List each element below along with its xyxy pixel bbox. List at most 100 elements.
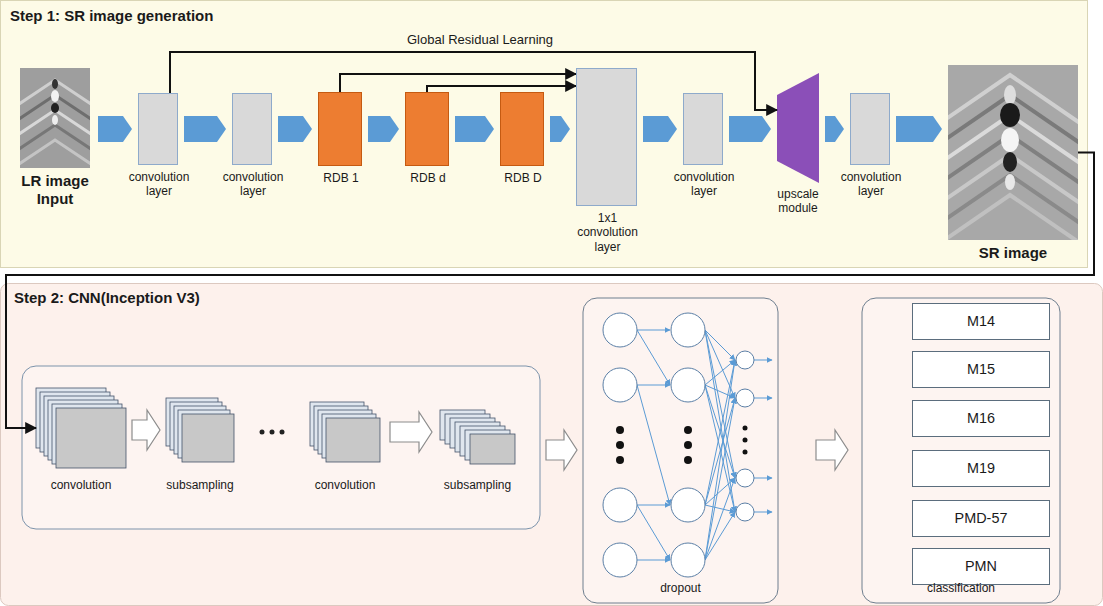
network-link <box>637 560 670 561</box>
sr-image <box>948 195 1078 240</box>
block-arrow <box>729 116 771 142</box>
feature-map <box>470 434 515 464</box>
panel-title: Step 1: SR image generation <box>10 7 213 24</box>
network-link <box>637 330 670 385</box>
network-link <box>637 385 670 386</box>
connector-line <box>6 153 1094 429</box>
node-label: convolution layer <box>664 170 744 199</box>
dropout-box: dropout <box>583 298 778 603</box>
classification-box: classificationM14M15M16M19PMD-57PMN <box>862 298 1060 603</box>
network-link <box>637 330 670 331</box>
conv-layer: convolution layer <box>138 93 178 165</box>
block-arrow <box>455 116 494 142</box>
neuron <box>671 313 705 347</box>
feature-map <box>182 414 234 462</box>
node-label: subsampling <box>150 478 250 492</box>
network-link <box>637 505 670 506</box>
sr-image <box>1001 128 1019 152</box>
continuation-dots <box>280 430 285 435</box>
neuron <box>736 351 754 369</box>
neuron <box>671 488 705 522</box>
sr-image <box>1004 85 1016 105</box>
node-label: convolution layer <box>213 170 293 199</box>
lr-image <box>20 110 90 140</box>
classification-box <box>862 298 1060 603</box>
network-link <box>705 360 735 505</box>
subsampling-stack: subsampling <box>166 398 234 462</box>
block-arrow <box>825 116 844 142</box>
sr-image <box>1000 103 1020 127</box>
continuation-dots <box>260 430 265 435</box>
neuron <box>736 469 754 487</box>
sr-image <box>948 75 1078 130</box>
node-label: PMD-57 <box>913 501 1049 536</box>
neuron <box>671 368 705 402</box>
node-label: LR image Input <box>5 172 105 208</box>
conv-stack: convolution <box>310 402 380 462</box>
output-image: SR image <box>948 65 1078 240</box>
sr-image <box>1005 174 1015 190</box>
network-link <box>705 385 735 512</box>
block-arrow <box>643 116 677 142</box>
class-label: PMN <box>912 548 1050 585</box>
class-label: M15 <box>912 351 1050 388</box>
block-arrow <box>278 116 312 142</box>
block-arrow <box>816 430 848 470</box>
network-link <box>705 512 735 560</box>
lr-image <box>51 90 59 102</box>
node-label: PMN <box>913 549 1049 584</box>
conv-1x1-layer: 1x1 convolution layer <box>576 68 637 206</box>
neuron <box>603 488 637 522</box>
class-label: M19 <box>912 450 1050 487</box>
cnn-box <box>22 366 540 529</box>
continuation-dots <box>260 430 285 435</box>
conv-stack: convolution <box>36 388 126 468</box>
network-link <box>705 505 735 512</box>
node-label: RDB d <box>398 171 458 185</box>
node-label: classification <box>862 581 1060 595</box>
panel-ground <box>1 284 1103 606</box>
lr-image <box>52 115 58 125</box>
conv-layer: convolution layer <box>683 93 723 165</box>
class-label: PMD-57 <box>912 500 1050 537</box>
node-label: subsampling <box>428 478 528 492</box>
ellipsis-dot <box>684 441 692 449</box>
node-label: convolution <box>295 478 395 492</box>
network-output <box>754 398 772 399</box>
sr-image <box>948 175 1078 230</box>
block-arrow <box>390 412 432 452</box>
step-panel: Step 2: CNN(Inception V3)convolutionsubs… <box>0 283 1103 606</box>
sr-image <box>948 65 1078 240</box>
network-output <box>754 478 772 479</box>
block-arrow <box>184 116 226 142</box>
conv-layer: convolution layer <box>850 93 890 165</box>
neuron <box>736 389 754 407</box>
rdb-block: RDB D <box>500 92 544 166</box>
block-arrow <box>550 116 570 142</box>
ellipsis-dot <box>684 426 692 434</box>
lr-image <box>20 140 90 168</box>
node-label: 1x1 convolution layer <box>568 211 648 254</box>
input-image: LR image Input <box>18 68 92 168</box>
connector-line <box>340 74 576 92</box>
lr-image <box>20 68 90 168</box>
subsampling-stack: subsampling <box>440 410 515 464</box>
node-label: dropout <box>583 581 778 595</box>
block-arrow <box>132 410 160 450</box>
ellipsis-dot <box>616 456 624 464</box>
upscale-trapezoid <box>777 73 819 183</box>
network-link <box>705 398 735 560</box>
block-arrow <box>368 116 399 142</box>
network-output <box>754 360 772 361</box>
node-label: M19 <box>913 451 1049 486</box>
block-arrow <box>546 430 577 470</box>
sr-image <box>1003 152 1017 172</box>
network-output <box>754 512 772 513</box>
network-figure <box>603 313 772 577</box>
node-label: M16 <box>913 401 1049 436</box>
ellipsis-dot <box>743 450 748 455</box>
node-label: convolution layer <box>831 170 911 199</box>
ellipsis-dot <box>743 438 748 443</box>
rdb-block: RDB 1 <box>318 92 362 166</box>
